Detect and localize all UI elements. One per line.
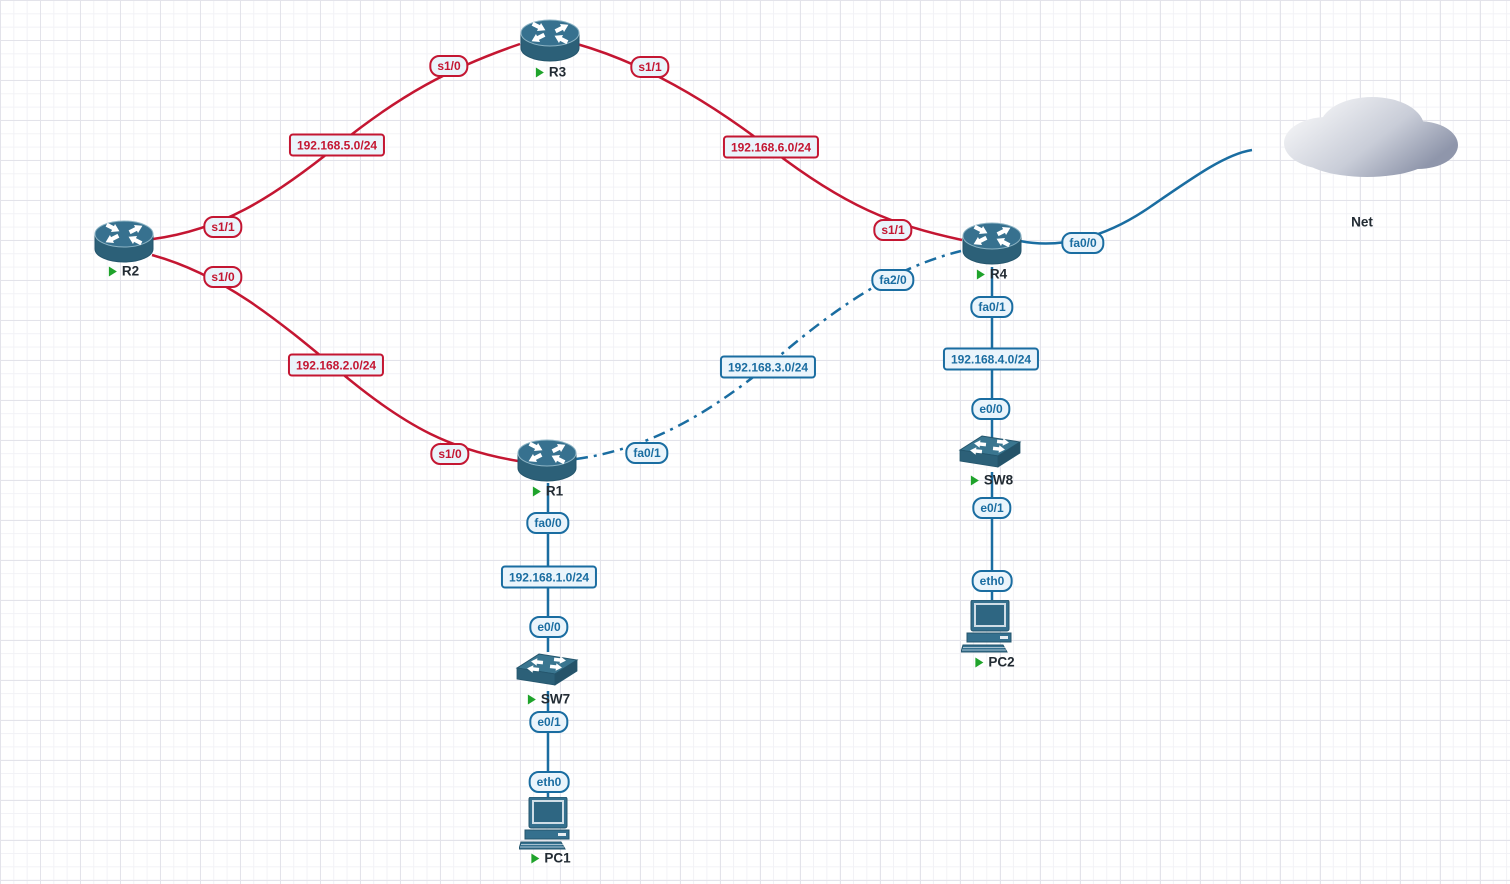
port-label-sw7-e0-1[interactable]: e0/1	[529, 711, 569, 733]
device-label-sw8[interactable]: SW8	[970, 472, 1014, 488]
device-label-pc2[interactable]: PC2	[975, 654, 1015, 670]
router-icon	[962, 222, 1022, 265]
running-indicator-icon	[970, 475, 979, 485]
device-name: SW8	[983, 472, 1014, 488]
port-label-sw8-e0-0[interactable]: e0/0	[971, 398, 1011, 420]
device-label-net[interactable]: Net	[1351, 215, 1373, 230]
switch-icon	[515, 653, 579, 686]
pc-icon	[960, 599, 1012, 653]
pc-icon	[518, 796, 570, 850]
link-r4-net[interactable]	[1019, 148, 1253, 245]
device-label-r1[interactable]: R1	[532, 483, 564, 499]
port-label-r3-s1-1[interactable]: s1/1	[630, 56, 670, 78]
router-icon	[94, 220, 154, 263]
device-name: PC2	[988, 654, 1015, 670]
device-name: R2	[121, 263, 140, 279]
network-label-192-168-3[interactable]: 192.168.3.0/24	[719, 355, 817, 379]
device-r1[interactable]	[516, 438, 578, 489]
device-r4[interactable]	[961, 221, 1023, 272]
running-indicator-icon	[975, 657, 984, 667]
switch-icon	[958, 435, 1022, 468]
network-label-192-168-5[interactable]: 192.168.5.0/24	[288, 133, 386, 157]
cloud-icon	[1284, 97, 1458, 177]
device-label-sw7[interactable]: SW7	[527, 691, 571, 707]
port-label-r1-fa0-0[interactable]: fa0/0	[526, 512, 570, 534]
network-label-192-168-2[interactable]: 192.168.2.0/24	[287, 353, 385, 377]
device-label-pc1[interactable]: PC1	[531, 850, 571, 866]
network-label-192-168-6[interactable]: 192.168.6.0/24	[722, 135, 820, 159]
router-icon	[517, 439, 577, 482]
port-label-pc2-eth0[interactable]: eth0	[971, 570, 1013, 592]
port-label-r4-fa2-0[interactable]: fa2/0	[871, 269, 915, 291]
port-label-sw8-e0-1[interactable]: e0/1	[972, 497, 1012, 519]
running-indicator-icon	[527, 694, 536, 704]
running-indicator-icon	[976, 269, 985, 279]
port-label-r2-s1-1[interactable]: s1/1	[203, 216, 243, 238]
running-indicator-icon	[108, 266, 117, 276]
device-name: R1	[545, 483, 564, 499]
device-label-r2[interactable]: R2	[108, 263, 140, 279]
router-icon	[520, 19, 580, 62]
port-label-r3-s1-0[interactable]: s1/0	[429, 55, 469, 77]
device-sw7[interactable]	[514, 649, 580, 696]
device-r2[interactable]	[93, 219, 155, 270]
port-label-r1-s1-0[interactable]: s1/0	[430, 443, 470, 465]
device-net[interactable]	[1272, 85, 1462, 195]
running-indicator-icon	[532, 486, 541, 496]
device-name: PC1	[544, 850, 571, 866]
device-pc2[interactable]	[960, 599, 1019, 661]
port-label-r4-s1-1[interactable]: s1/1	[873, 219, 913, 241]
network-label-192-168-1[interactable]: 192.168.1.0/24	[500, 565, 598, 589]
device-name: R4	[989, 266, 1008, 282]
device-label-r3[interactable]: R3	[535, 64, 567, 80]
device-r3[interactable]	[519, 18, 581, 69]
port-label-r2-s1-0[interactable]: s1/0	[203, 266, 243, 288]
network-label-192-168-4[interactable]: 192.168.4.0/24	[942, 347, 1040, 371]
device-pc1[interactable]	[518, 796, 577, 858]
device-name: SW7	[540, 691, 571, 707]
port-label-sw7-e0-0[interactable]: e0/0	[529, 616, 569, 638]
port-label-r4-fa0-1[interactable]: fa0/1	[970, 296, 1014, 318]
device-sw8[interactable]	[957, 431, 1023, 478]
device-name: R3	[548, 64, 567, 80]
running-indicator-icon	[531, 853, 540, 863]
running-indicator-icon	[535, 67, 544, 77]
device-name: Net	[1351, 214, 1373, 230]
port-label-pc1-eth0[interactable]: eth0	[528, 771, 570, 793]
device-label-r4[interactable]: R4	[976, 266, 1008, 282]
port-label-r1-fa0-1[interactable]: fa0/1	[625, 442, 669, 464]
port-label-r4-fa0-0[interactable]: fa0/0	[1061, 232, 1105, 254]
